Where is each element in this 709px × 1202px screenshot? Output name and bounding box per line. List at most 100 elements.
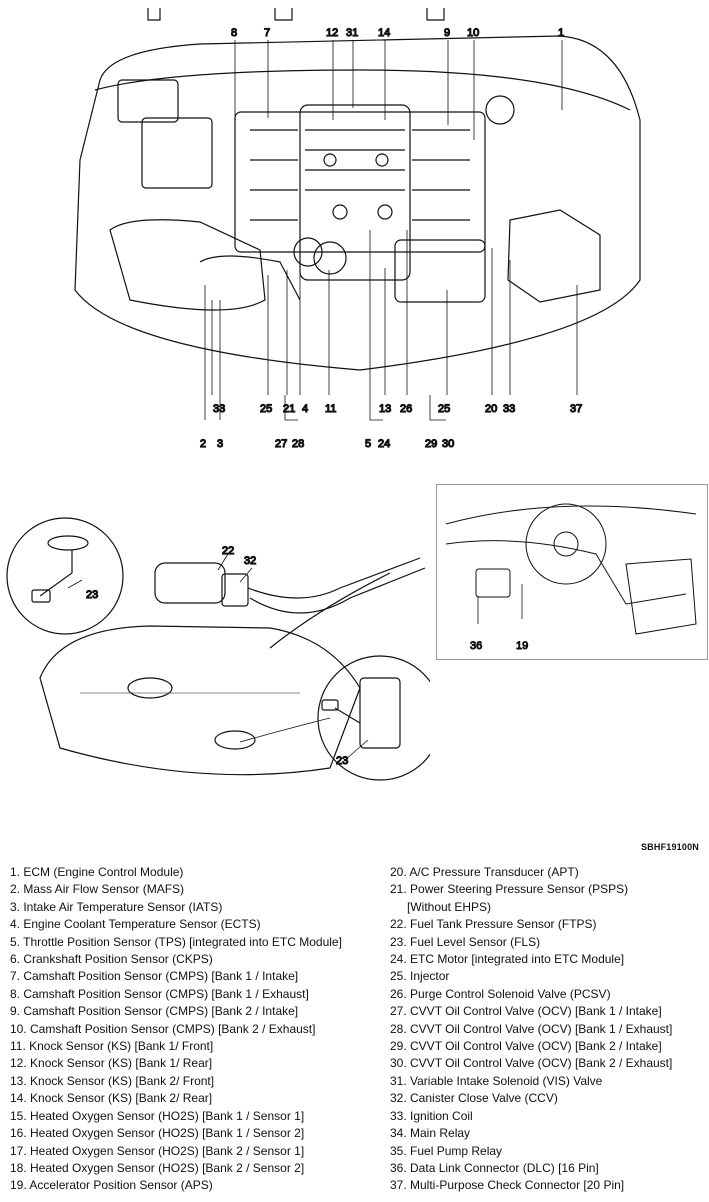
legend-item: 1. ECM (Engine Control Module) [10, 865, 184, 879]
legend-left: 1. ECM (Engine Control Module) 2. Mass A… [10, 864, 342, 1195]
callout-label: 9 [444, 27, 450, 39]
callout-label: 11 [325, 403, 336, 415]
intake-manifold [299, 104, 411, 281]
battery-cover [117, 79, 179, 123]
callout-label: 26 [400, 403, 412, 415]
callout-label: 33 [213, 403, 225, 415]
figure-code: SBHF19100N [640, 842, 699, 852]
legend-item: [Without EHPS) [407, 899, 492, 914]
callout-label: 31 [346, 27, 358, 39]
callout-label: 33 [503, 403, 515, 415]
legend-item: 17. Heated Oxygen Sensor (HO2S) [Bank 2 … [10, 1143, 305, 1158]
callout-label: 25 [260, 403, 272, 415]
legend-item: 24. ETC Motor [integrated into ETC Modul… [390, 952, 625, 967]
filler-hoses [247, 557, 426, 614]
fuel-pump-detail-circle [317, 655, 430, 781]
callout-label: 32 [244, 555, 256, 567]
legend-item: 14. Knock Sensor (KS) [Bank 2/ Rear] [10, 1091, 213, 1106]
fuel-tank [39, 625, 361, 776]
top-leaders [234, 40, 563, 140]
callout-bracket [426, 8, 445, 21]
switch-panel [475, 568, 511, 598]
legend-item: 34. Main Relay [390, 1126, 471, 1141]
sensor-marker [375, 153, 389, 167]
sensor-marker [323, 153, 337, 167]
callout-leaders [217, 553, 253, 583]
detail-frame [436, 484, 708, 660]
legend-item: 27. CVVT Oil Control Valve (OCV) [Bank 1… [390, 1004, 662, 1019]
legend-item: 13. Knock Sensor (KS) [Bank 2/ Front] [10, 1073, 215, 1088]
legend-item: 7. Camshaft Position Sensor (CMPS) [Bank… [10, 969, 299, 984]
sender-flange-2 [214, 730, 256, 750]
evap-canister [154, 562, 226, 604]
legend-item: 36. Data Link Connector (DLC) [16 Pin] [390, 1160, 599, 1175]
fuel-tank-illustration: 22 32 23 23 [6, 517, 430, 781]
callout-label: 21 [283, 403, 295, 415]
callout-label: 12 [326, 27, 338, 39]
callout-label: 5 [365, 438, 371, 450]
legend-right: 20. A/C Pressure Transducer (APT) 21. Po… [390, 864, 672, 1195]
callout-label: 20 [485, 403, 497, 415]
legend-item: 23. Fuel Level Sensor (FLS) [390, 934, 541, 949]
callout-label: 30 [442, 438, 454, 450]
callout-label: 8 [231, 27, 237, 39]
detail-leader [67, 579, 83, 589]
legend-item: 25. Injector [390, 969, 450, 984]
callout-label: 2 [200, 438, 206, 450]
legend-item: 18. Heated Oxygen Sensor (HO2S) [Bank 2 … [10, 1160, 305, 1175]
manifold-runners [305, 129, 405, 191]
callout-label: 23 [86, 589, 98, 601]
legend-item: 4. Engine Coolant Temperature Sensor (EC… [10, 917, 261, 932]
callout-leaders [477, 584, 523, 624]
legend-item: 21. Power Steering Pressure Sensor (PSPS… [390, 882, 629, 897]
detail-leader [239, 717, 331, 743]
callout-label: 36 [470, 640, 482, 652]
legend-item: 5. Throttle Position Sensor (TPS) [integ… [10, 934, 342, 949]
sender-float [31, 589, 51, 603]
steering-wheel [525, 503, 607, 585]
legend-item: 31. Variable Intake Solenoid (VIS) Valve [390, 1073, 603, 1088]
engine-bay-illustration: 8 7 12 31 14 9 10 1 33 25 21 4 11 13 26 … [74, 8, 641, 451]
sender-arm [39, 550, 73, 597]
legend-item: 6. Crankshaft Position Sensor (CKPS) [10, 952, 213, 967]
legend-item: 2. Mass Air Flow Sensor (MAFS) [10, 882, 185, 897]
callout-label: 29 [425, 438, 437, 450]
bank1-coils [250, 129, 298, 221]
engine-bay-outline [74, 35, 641, 371]
callout-label: 37 [570, 403, 582, 415]
callout-leaders [211, 230, 578, 395]
callout-label: 7 [264, 27, 270, 39]
legend-item: 32. Canister Close Valve (CCV) [390, 1091, 558, 1106]
pump-float [321, 699, 339, 711]
legend-item: 30. CVVT Oil Control Valve (OCV) [Bank 2… [390, 1056, 673, 1071]
brake-reservoir [485, 95, 515, 125]
dash-top [445, 505, 697, 525]
legend-item: 11. Knock Sensor (KS) [Bank 1/ Front] [10, 1039, 214, 1054]
callout-bracket [274, 8, 293, 21]
legend-item: 12. Knock Sensor (KS) [Bank 1/ Rear] [10, 1056, 213, 1071]
sensor-marker [377, 204, 393, 220]
pump-arm [334, 707, 361, 724]
fuel-pump-module [359, 677, 401, 749]
legend-item: 10. Camshaft Position Sensor (CMPS) [Ban… [10, 1021, 316, 1036]
legend-item: 28. CVVT Oil Control Valve (OCV) [Bank 1… [390, 1021, 673, 1036]
throttle-body [293, 237, 323, 267]
legend-item: 15. Heated Oxygen Sensor (HO2S) [Bank 1 … [10, 1108, 305, 1123]
callout-label: 19 [516, 640, 528, 652]
callout-label: 24 [378, 438, 390, 450]
callout-label: 4 [302, 403, 308, 415]
callout-bracket [147, 8, 161, 21]
vent-line [269, 572, 391, 649]
center-console [625, 558, 697, 635]
legend-item: 37. Multi-Purpose Check Connector [20 Pi… [390, 1178, 625, 1193]
dashboard-illustration: 36 19 [436, 484, 708, 660]
callout-label: 1 [558, 27, 564, 39]
coolant-reservoir [394, 239, 486, 303]
canister-close-valve [221, 573, 249, 607]
air-cleaner [109, 219, 266, 311]
intake-duct [199, 255, 301, 301]
legend-item: 16. Heated Oxygen Sensor (HO2S) [Bank 1 … [10, 1126, 305, 1141]
callout-label: 25 [438, 403, 450, 415]
legend-item: 19. Accelerator Position Sensor (APS) [10, 1178, 213, 1193]
legend-item: 33. Ignition Coil [390, 1108, 473, 1123]
